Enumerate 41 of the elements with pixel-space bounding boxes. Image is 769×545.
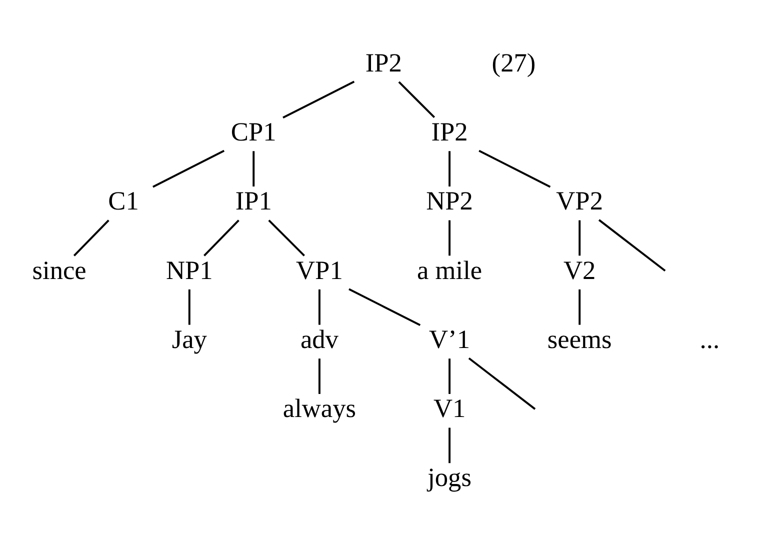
connector: [282, 80, 355, 119]
connector: [348, 288, 421, 326]
label: (27): [492, 48, 536, 78]
connector: [268, 220, 305, 256]
node-text: NP1: [166, 256, 213, 285]
node-text: IP2: [365, 48, 402, 78]
node-text: since: [32, 256, 86, 285]
connector: [188, 289, 190, 325]
node-text: Jay: [172, 324, 207, 354]
connector: [578, 289, 581, 325]
node-text: NP2: [426, 186, 473, 216]
label: ...: [700, 324, 720, 354]
node-text: adv: [300, 324, 338, 354]
connector: [73, 220, 110, 256]
node-text: CP1: [230, 117, 276, 146]
node-text: seems: [547, 324, 612, 354]
node-text: V2: [564, 256, 596, 285]
connector: [318, 358, 320, 394]
connector: [598, 219, 666, 272]
connector: [578, 220, 581, 256]
node-text: VP2: [556, 186, 604, 216]
node-text: jogs: [428, 463, 472, 492]
node-text: IP1: [235, 186, 272, 216]
connector: [152, 150, 225, 188]
connector: [448, 220, 451, 256]
node-text: V1: [433, 394, 466, 424]
connector: [448, 428, 451, 464]
connector: [252, 151, 255, 186]
connector: [448, 151, 451, 186]
connector: [448, 358, 451, 394]
connector: [318, 289, 320, 325]
connector: [398, 81, 436, 118]
connector: [478, 150, 551, 188]
node-text: VP1: [296, 256, 343, 285]
connector: [204, 220, 240, 256]
connector: [468, 357, 536, 410]
node-text: IP2: [431, 117, 468, 146]
node-text: always: [282, 394, 356, 424]
node-text: V’1: [429, 324, 470, 354]
node-text: a mile: [417, 256, 482, 285]
node-text: C1: [108, 186, 139, 216]
